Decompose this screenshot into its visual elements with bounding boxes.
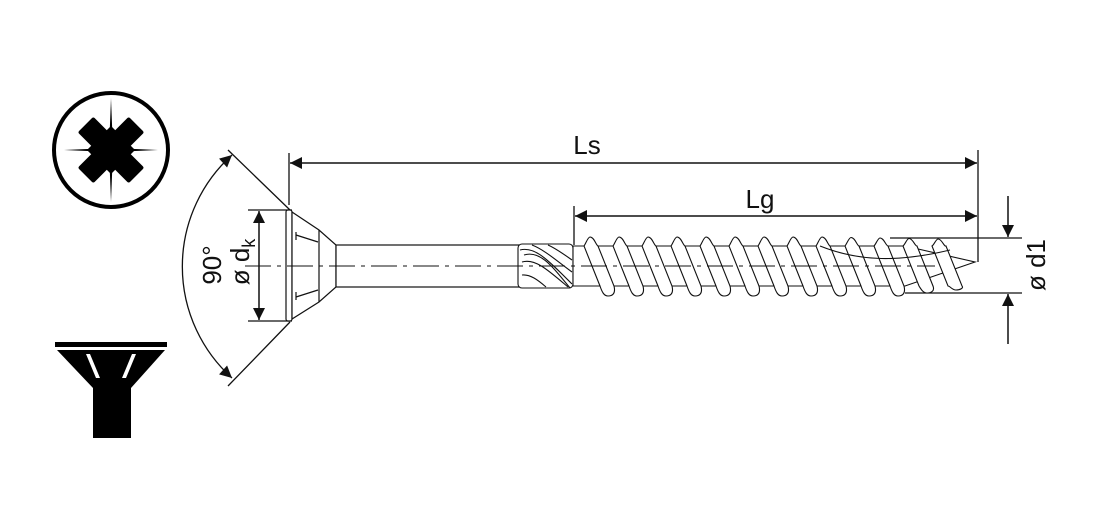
dimension-d1 <box>890 196 1022 344</box>
dimension-ls <box>288 150 979 262</box>
pozidriv-drive-icon <box>52 91 170 209</box>
label-angle: 90° <box>197 245 227 284</box>
thread-crest <box>931 238 964 291</box>
label-ls: Ls <box>573 130 600 160</box>
label-d1: ø d1 <box>1021 239 1051 291</box>
label-dk-main: ø d <box>225 248 255 286</box>
label-lg: Lg <box>746 184 775 214</box>
thread-crest <box>815 236 848 297</box>
tip-cutter-groove <box>819 245 951 260</box>
thread-crest <box>873 237 906 297</box>
thread-crest <box>844 236 877 297</box>
dimension-lg <box>573 206 977 245</box>
dimension-angle <box>181 149 291 387</box>
thread-crest <box>728 236 761 297</box>
countersunk-head-icon <box>55 342 167 438</box>
svg-text:ø dk: ø dk <box>225 238 259 286</box>
label-dk-sub: k <box>239 238 259 248</box>
